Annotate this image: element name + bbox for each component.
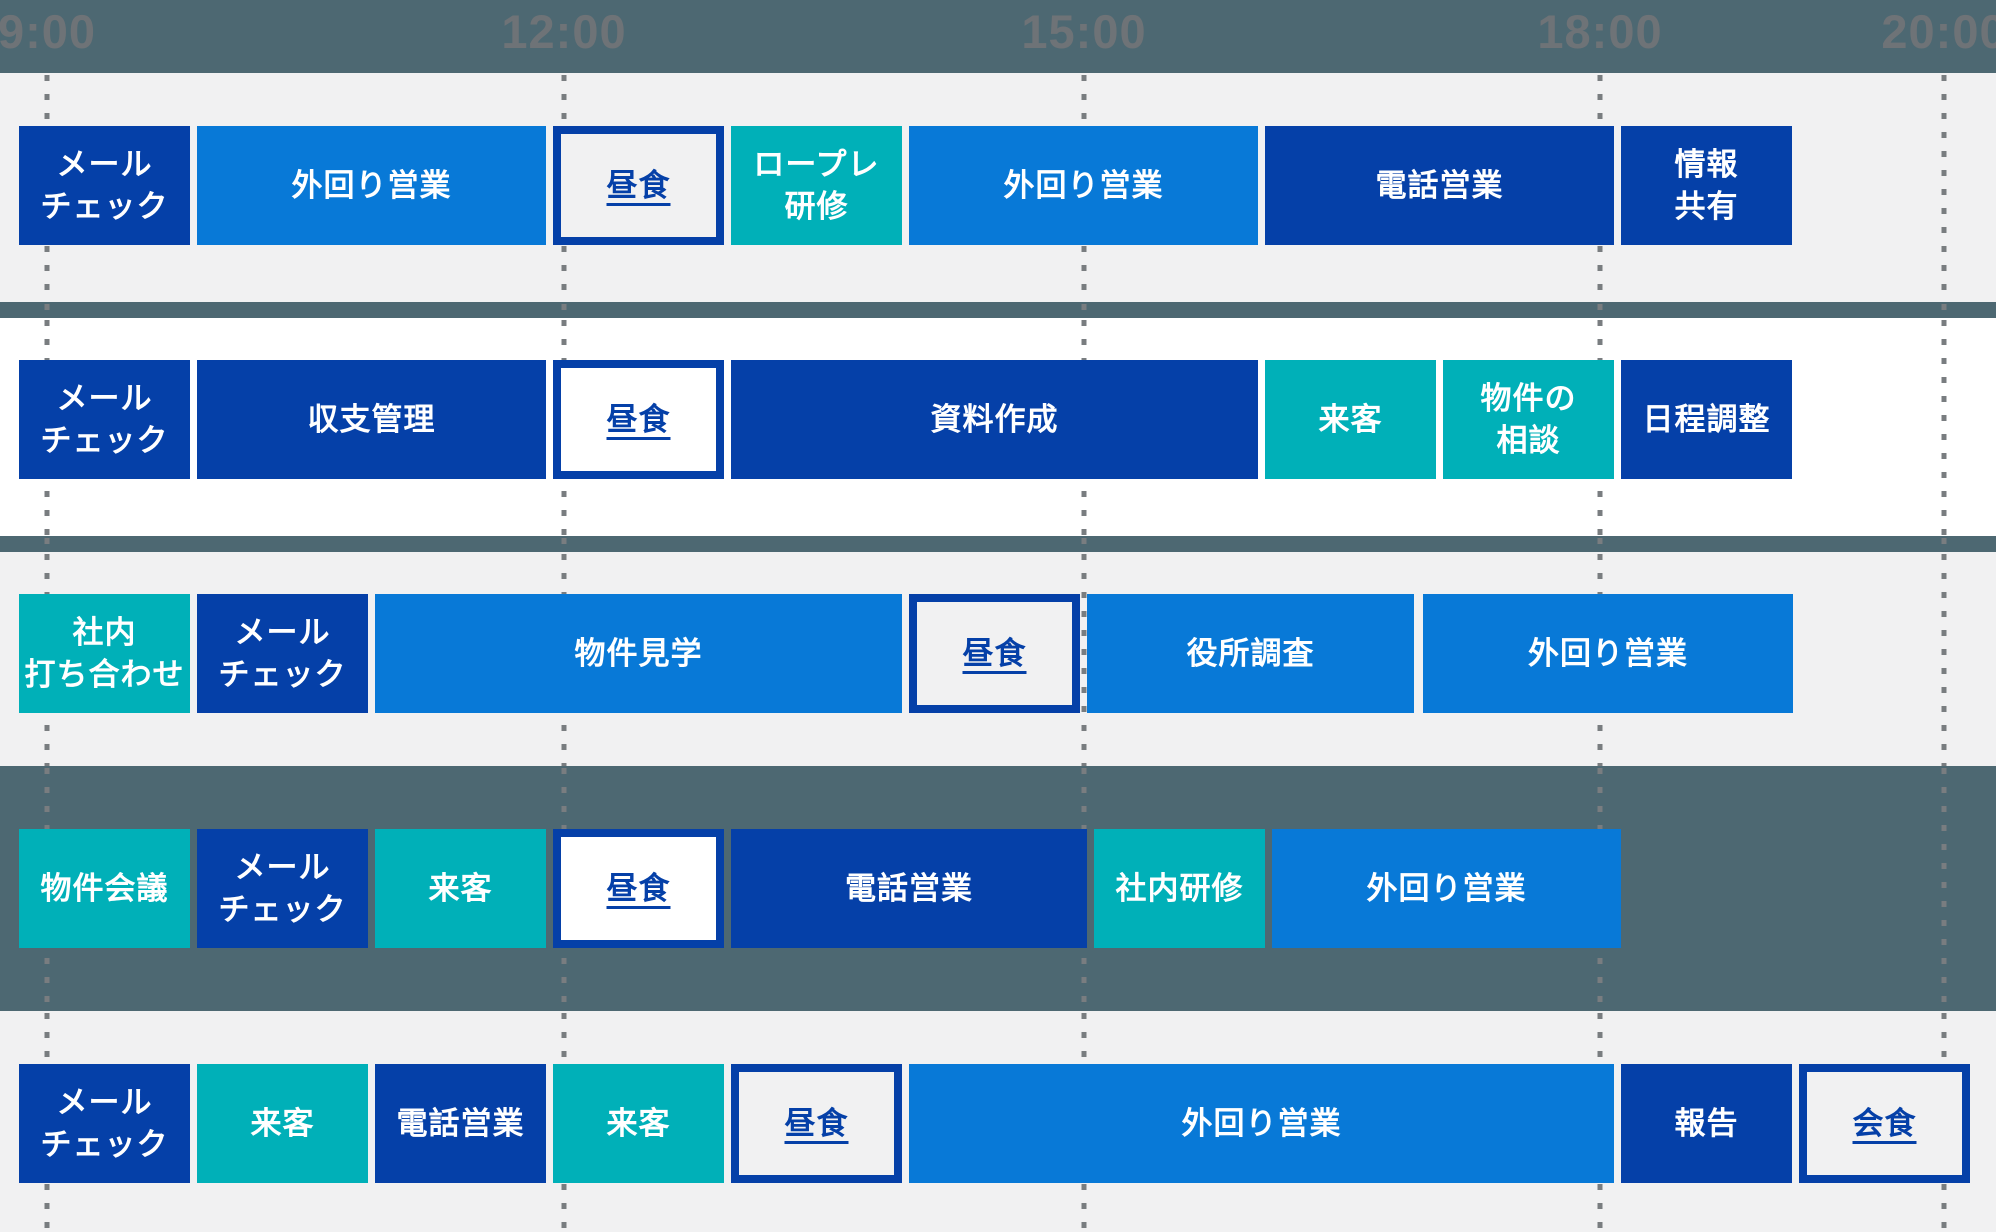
gridline-20:00 (1941, 75, 1947, 302)
schedule-block-label: メール チェック (218, 614, 347, 692)
schedule-block: ロープレ 研修 (731, 126, 902, 245)
schedule-block-label: メール チェック (40, 1084, 169, 1162)
schedule-block: 昼食 (553, 126, 724, 245)
schedule-block: 昼食 (731, 1064, 902, 1183)
schedule-block-label: 来客 (428, 870, 493, 906)
gridline-20:00 (1941, 768, 1947, 1011)
schedule-block: 来客 (375, 829, 546, 948)
gridline-20:00 (1941, 304, 1947, 318)
schedule-block: 情報 共有 (1621, 126, 1792, 245)
schedule-block-label: 社内 打ち合わせ (24, 614, 185, 692)
schedule-block: 来客 (197, 1064, 368, 1183)
schedule-block: 物件の 相談 (1443, 360, 1614, 479)
schedule-block-label: 役所調査 (1186, 635, 1315, 671)
schedule-block-label: 報告 (1674, 1105, 1739, 1141)
gridline-12:00 (561, 538, 567, 552)
schedule-block: 社内 打ち合わせ (19, 594, 190, 713)
schedule-block-label: 昼食 (606, 401, 671, 437)
gridline-18:00 (1597, 304, 1603, 318)
schedule-block-label: 物件会議 (40, 870, 169, 906)
schedule-block: 外回り営業 (197, 126, 546, 245)
schedule-block: 外回り営業 (909, 1064, 1614, 1183)
schedule-block: メール チェック (19, 360, 190, 479)
schedule-block: 物件会議 (19, 829, 190, 948)
schedule-block-label: 外回り営業 (1181, 1105, 1342, 1141)
gridline-15:00 (1081, 538, 1087, 552)
schedule-block-label: 資料作成 (930, 401, 1059, 437)
divider-strip-1 (0, 302, 1996, 318)
schedule-block-label: 外回り営業 (1528, 635, 1688, 671)
schedule-block: 来客 (1265, 360, 1436, 479)
schedule-block: 外回り営業 (1272, 829, 1621, 948)
gridline-15:00 (1081, 304, 1087, 318)
schedule-block: 昼食 (553, 360, 724, 479)
schedule-block-label: 来客 (250, 1105, 315, 1141)
schedule-block: 役所調査 (1087, 594, 1414, 713)
schedule-block: 来客 (553, 1064, 724, 1183)
gridline-12:00 (561, 304, 567, 318)
schedule-block: 日程調整 (1621, 360, 1792, 479)
schedule-block-label: 来客 (606, 1105, 671, 1141)
schedule-block: 電話営業 (731, 829, 1087, 948)
gridline-9:00 (44, 538, 50, 552)
schedule-block: 外回り営業 (1423, 594, 1793, 713)
schedule-block: 資料作成 (731, 360, 1258, 479)
schedule-block: 昼食 (553, 829, 724, 948)
schedule-block-label: 電話営業 (1375, 167, 1504, 203)
gridline-20:00 (1941, 320, 1947, 536)
schedule-block-label: ロープレ 研修 (753, 146, 880, 224)
schedule-block-label: 情報 共有 (1674, 146, 1739, 224)
schedule-block-label: 物件の 相談 (1480, 380, 1577, 458)
schedule-block-label: 外回り営業 (1366, 870, 1527, 906)
schedule-block: 会食 (1799, 1064, 1970, 1183)
schedule-block: メール チェック (197, 829, 368, 948)
schedule-block-label: メール チェック (40, 146, 169, 224)
schedule-block: メール チェック (19, 1064, 190, 1183)
schedule-block-label: 外回り営業 (291, 167, 452, 203)
schedule-block-label: 昼食 (606, 870, 671, 906)
schedule-block: 物件見学 (375, 594, 902, 713)
schedule-block-label: 電話営業 (845, 870, 973, 906)
schedule-block: 報告 (1621, 1064, 1792, 1183)
time-label-9:00: 9:00 (0, 5, 97, 58)
schedule-block-label: 昼食 (784, 1105, 849, 1141)
gridline-15:00 (1081, 554, 1087, 766)
divider-strip-2 (0, 536, 1996, 552)
time-label-15:00: 15:00 (1021, 5, 1147, 58)
schedule-block-label: 来客 (1318, 401, 1383, 437)
gridline-9:00 (44, 304, 50, 318)
gridline-20:00 (1941, 538, 1947, 552)
schedule-block: 収支管理 (197, 360, 546, 479)
schedule-block-label: メール チェック (40, 380, 169, 458)
header-band (0, 0, 1996, 73)
schedule-block-label: メール チェック (218, 849, 347, 927)
time-label-20:00: 20:00 (1881, 5, 1996, 58)
schedule-block: メール チェック (19, 126, 190, 245)
schedule-block-label: 昼食 (606, 167, 671, 203)
schedule-block-label: 外回り営業 (1003, 167, 1164, 203)
schedule-block-label: 物件見学 (574, 635, 703, 671)
schedule-block: メール チェック (197, 594, 368, 713)
schedule-block: 外回り営業 (909, 126, 1258, 245)
schedule-block: 社内研修 (1094, 829, 1265, 948)
schedule-block-label: 社内研修 (1115, 870, 1244, 906)
schedule-block-label: 会食 (1852, 1105, 1917, 1141)
schedule-block-label: 昼食 (962, 635, 1027, 671)
gridline-20:00 (1941, 554, 1947, 766)
schedule-block-label: 日程調整 (1642, 401, 1771, 437)
schedule-block: 昼食 (909, 594, 1080, 713)
gridline-18:00 (1597, 538, 1603, 552)
schedule-block-label: 収支管理 (307, 401, 436, 437)
time-label-12:00: 12:00 (501, 5, 627, 58)
schedule-block-label: 電話営業 (396, 1105, 525, 1141)
schedule-block: 電話営業 (375, 1064, 546, 1183)
schedule-block: 電話営業 (1265, 126, 1614, 245)
time-label-18:00: 18:00 (1537, 5, 1663, 58)
